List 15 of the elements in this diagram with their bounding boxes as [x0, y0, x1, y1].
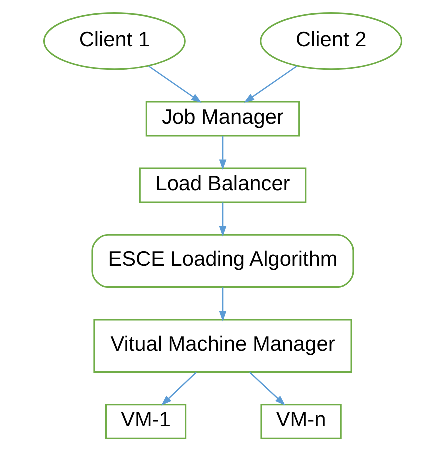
node-box: Load Balancer — [139, 168, 307, 204]
arrow — [219, 202, 227, 237]
arrow — [219, 136, 227, 170]
node-box: Vitual Machine Manager — [94, 319, 352, 373]
node-box: ESCE Loading Algorithm — [92, 234, 354, 288]
arrow — [250, 372, 286, 406]
arrow — [219, 288, 227, 322]
arrow — [148, 66, 202, 104]
arrow — [244, 66, 298, 104]
node-box: VM-n — [260, 404, 342, 440]
node-box: Job Manager — [146, 101, 300, 137]
node-ellipse: Client 2 — [260, 12, 403, 70]
node-box: VM-1 — [105, 404, 187, 440]
arrow — [161, 372, 197, 406]
node-ellipse: Client 1 — [43, 12, 186, 70]
